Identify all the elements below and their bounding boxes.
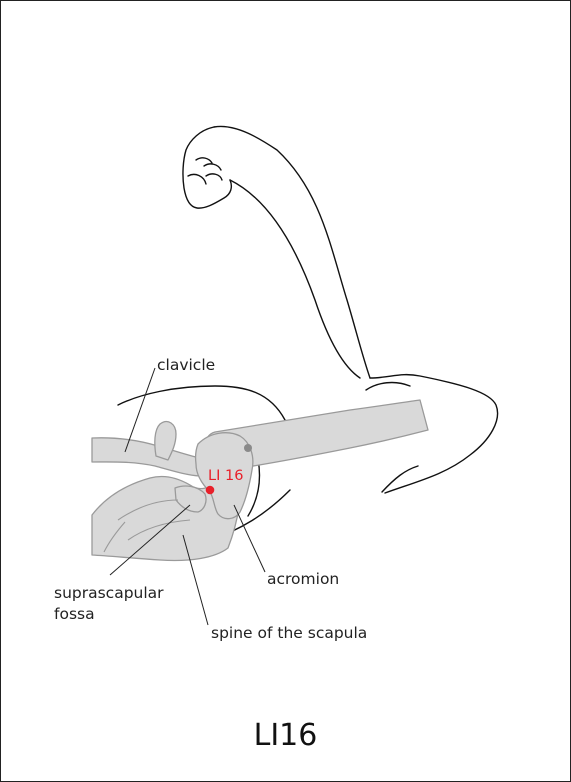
label-spine-of-scapula: spine of the scapula bbox=[211, 624, 367, 642]
humerus-marker bbox=[244, 444, 252, 452]
shoulder-top-line bbox=[118, 386, 285, 420]
fist-finger-1 bbox=[196, 158, 212, 163]
clavicle-bone bbox=[92, 438, 200, 476]
acupoint-marker bbox=[206, 486, 215, 495]
fist-finger-3 bbox=[206, 174, 222, 180]
elbow-crease bbox=[366, 383, 410, 390]
forearm-outline bbox=[214, 126, 370, 378]
label-fossa: fossa bbox=[54, 605, 95, 623]
fist-thumb bbox=[188, 174, 206, 184]
point-caption: LI16 bbox=[0, 718, 571, 753]
label-suprascapular: suprascapular bbox=[54, 584, 164, 602]
fist-outline bbox=[183, 127, 231, 208]
label-clavicle: clavicle bbox=[157, 356, 215, 374]
fist-finger-2 bbox=[204, 164, 221, 170]
label-acromion: acromion bbox=[267, 570, 339, 588]
acupoint-label: LI 16 bbox=[208, 468, 243, 484]
clavicle-leader bbox=[125, 368, 155, 452]
